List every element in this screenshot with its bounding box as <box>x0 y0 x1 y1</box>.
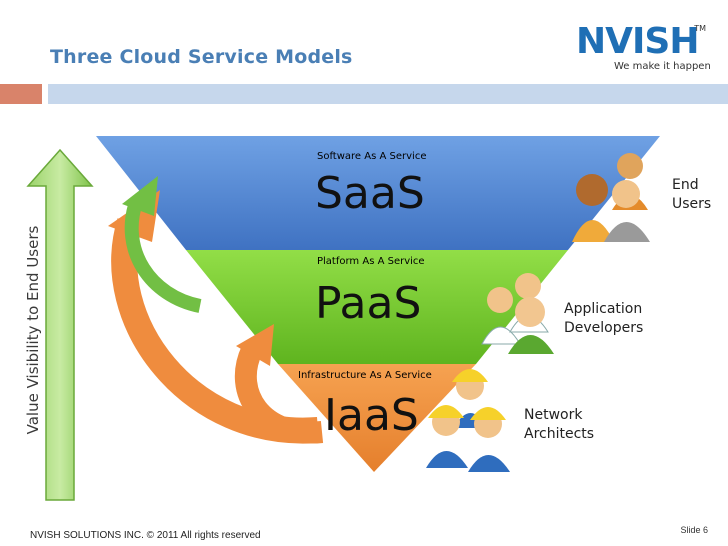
logo-wordmark: NVISH <box>576 21 699 62</box>
value-visibility-axis-label: Value Visibility to End Users <box>24 225 42 435</box>
cloud-model-diagram <box>26 136 660 501</box>
developers-label: Application Developers <box>564 301 644 336</box>
slide-number: Slide 6 <box>680 525 708 535</box>
header-accent-bar-left <box>0 84 42 104</box>
header-accent-bar-right <box>48 84 728 104</box>
footer-copyright: NVISH SOLUTIONS INC. © 2011 All rights r… <box>30 530 261 541</box>
end-users-label: End Users <box>672 177 712 212</box>
visibility-arrow <box>26 148 94 501</box>
paas-layer <box>186 250 568 364</box>
architects-label: Network Architects <box>524 407 595 442</box>
paas-subtitle: Platform As A Service <box>317 256 425 267</box>
architects-icon <box>426 369 510 472</box>
saas-acronym: SaaS <box>315 168 425 219</box>
green-arrow-to-saas <box>124 199 202 313</box>
end-users-icon <box>572 153 650 242</box>
saas-layer <box>96 136 660 250</box>
paas-acronym: PaaS <box>315 278 422 329</box>
developers-icon <box>481 273 554 354</box>
saas-subtitle: Software As A Service <box>317 151 427 162</box>
logo-trademark: TM <box>694 24 706 33</box>
logo-tagline: We make it happen <box>614 61 711 72</box>
logo: NVISH TM We make it happen <box>576 21 711 76</box>
orange-arrow-to-paas <box>234 345 324 444</box>
iaas-acronym: IaaS <box>324 390 419 441</box>
slide-title: Three Cloud Service Models <box>50 46 353 68</box>
iaas-subtitle: Infrastructure As A Service <box>298 370 432 381</box>
iaas-layer <box>278 364 476 472</box>
